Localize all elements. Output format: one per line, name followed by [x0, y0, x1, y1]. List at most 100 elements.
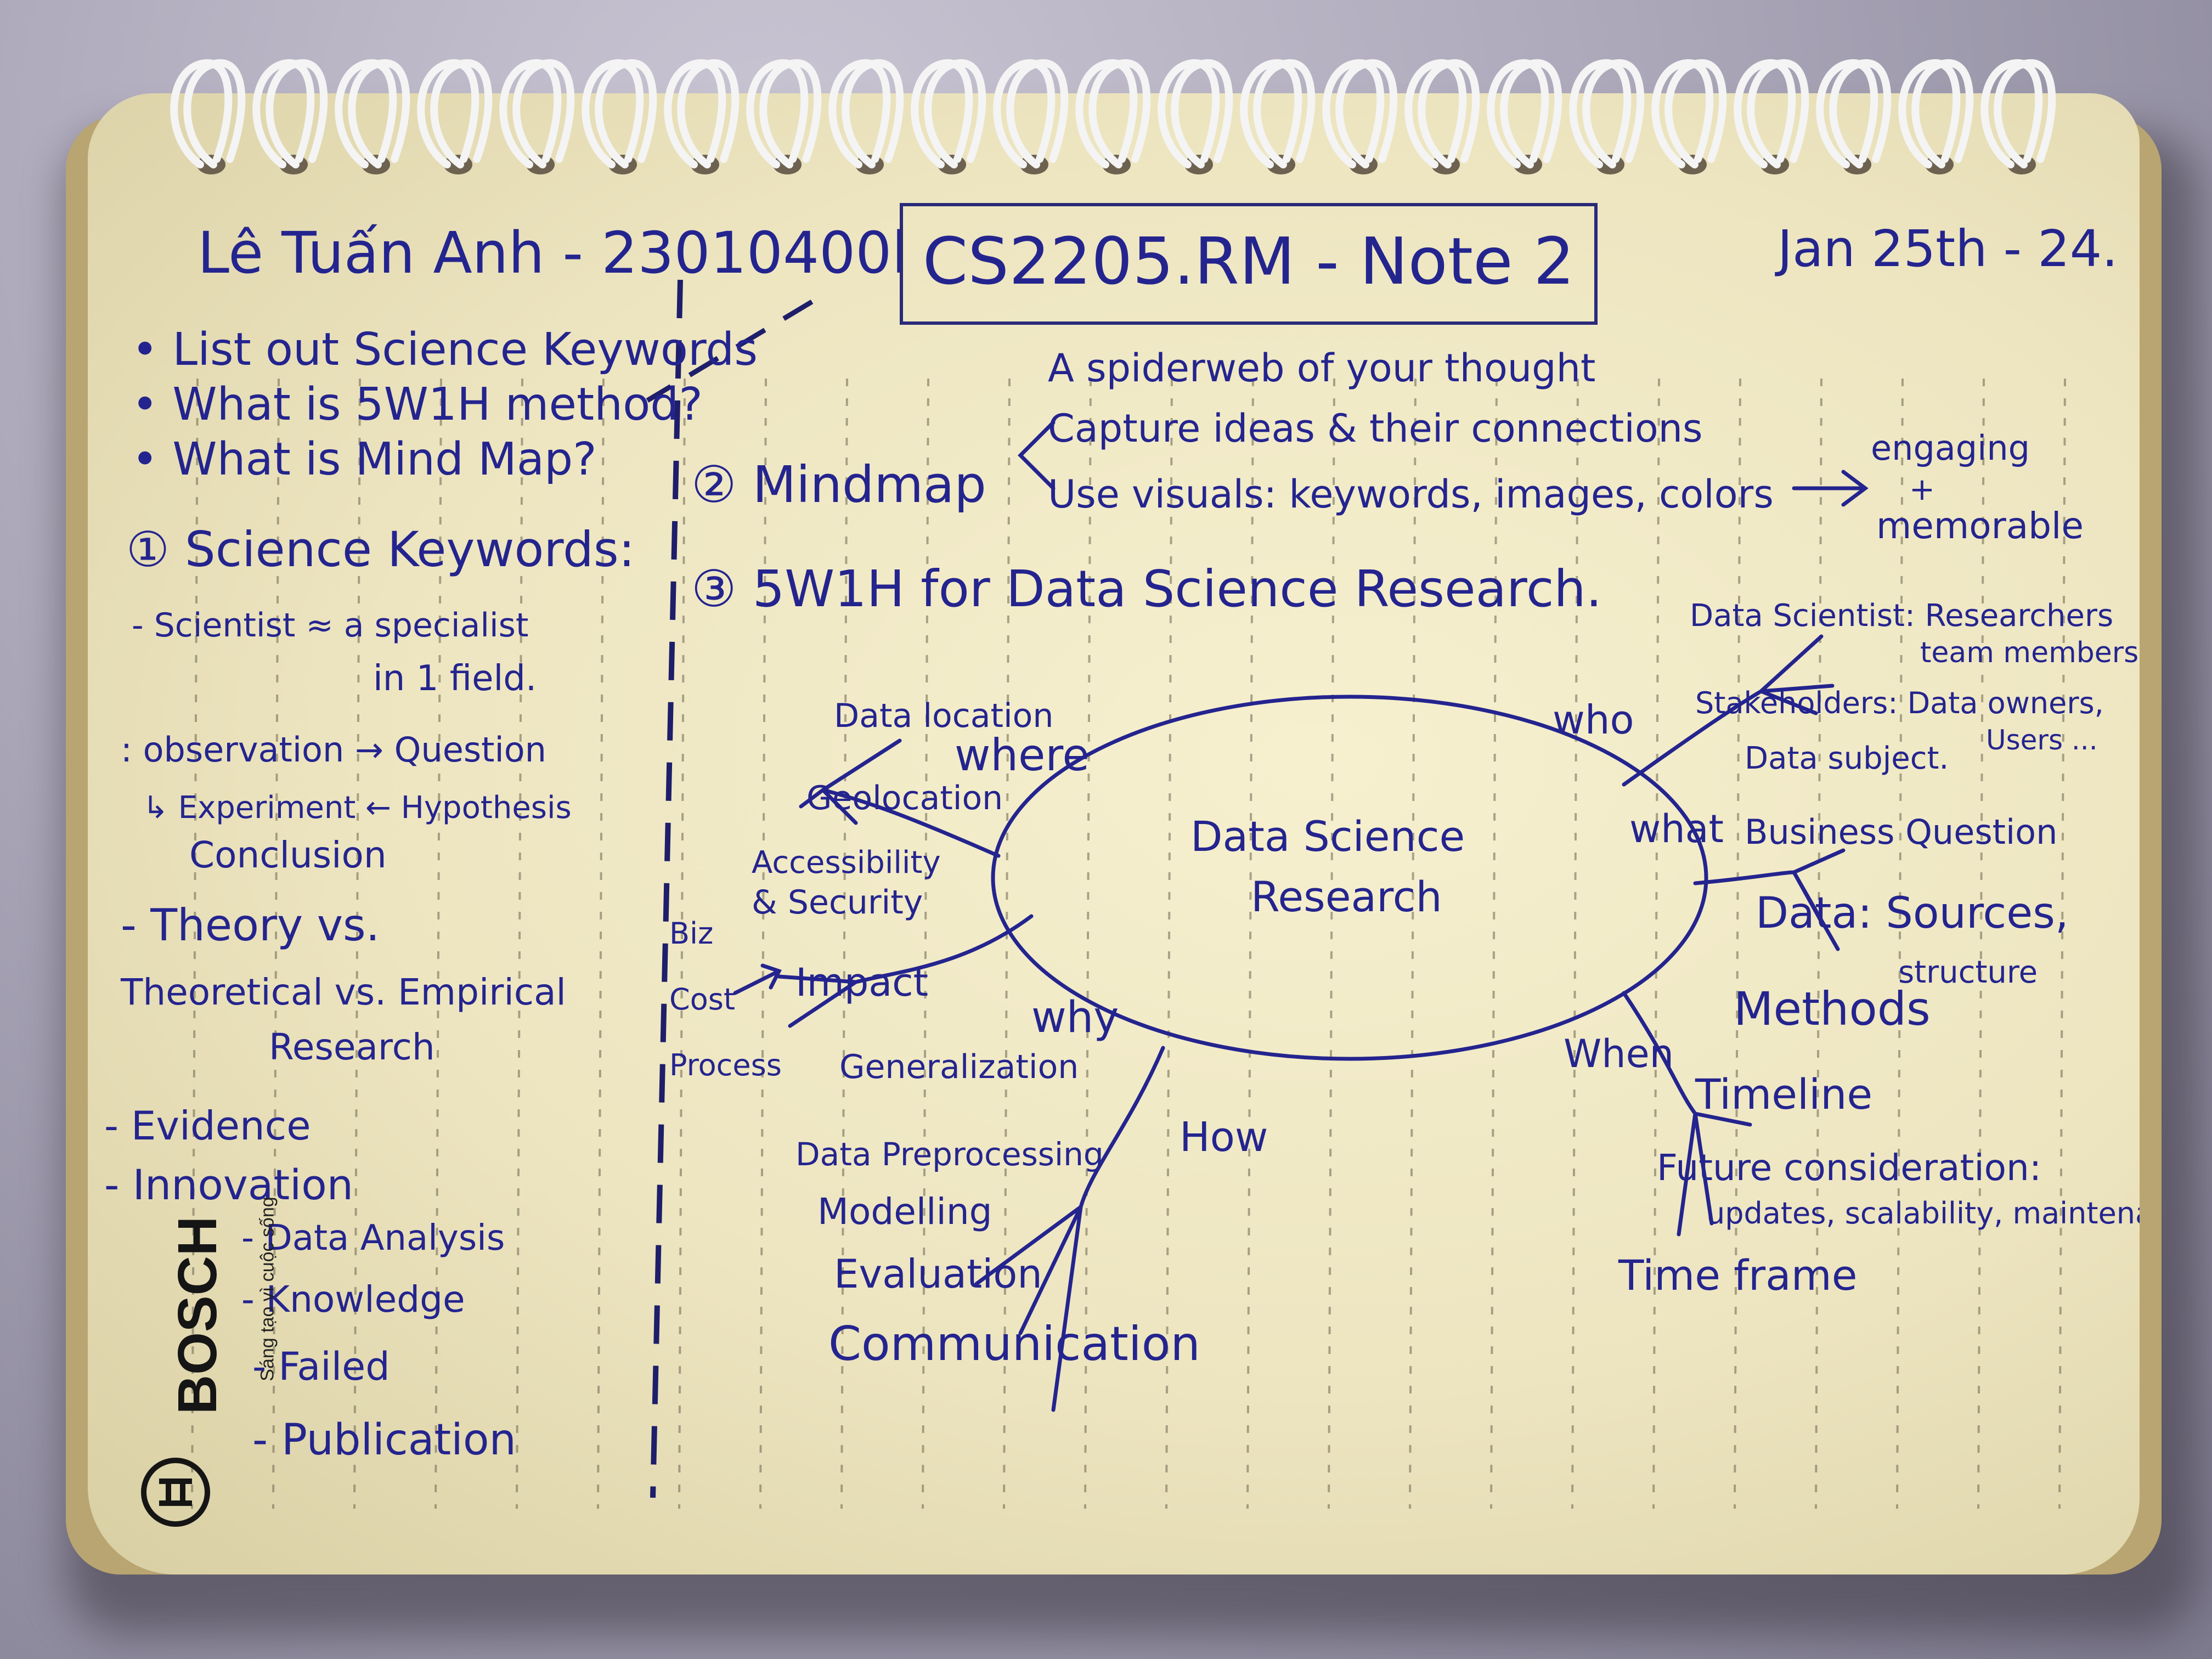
branch-why	[777, 914, 1034, 1028]
bosch-logo-icon	[141, 1458, 210, 1527]
binding-ring	[1500, 59, 1562, 168]
arrow-note: memorable	[1876, 505, 2084, 547]
page-title: CS2205.RM - Note 2	[922, 223, 1575, 299]
fivew-heading: ③ 5W1H for Data Science Research.	[691, 560, 1602, 618]
branch-label-when: When	[1564, 1031, 1674, 1076]
leaf-label: Stakeholders: Data owners,	[1695, 686, 2104, 720]
branch-label-who: who	[1553, 697, 1634, 743]
leaf-label: Data: Sources,	[1756, 889, 2069, 938]
spiral-binding	[170, 59, 2056, 174]
branch-who	[1622, 634, 1835, 787]
leaf-label: Data Scientist: Researchers	[1690, 598, 2114, 634]
leaf-label: Accessibility	[752, 845, 941, 881]
center-node	[991, 695, 1708, 1061]
leaf-label: Timeline	[1695, 1070, 1873, 1119]
mindmap-def-item: A spiderweb of your thought	[1048, 346, 1596, 391]
binding-ring	[1418, 59, 1480, 168]
branch-label-why: why	[1031, 993, 1119, 1042]
keyword-line: - Scientist ≈ a specialist	[132, 606, 529, 645]
leaf-label: Evaluation	[834, 1251, 1042, 1297]
binding-ring	[266, 59, 328, 168]
leaf-label: Methods	[1734, 982, 1931, 1036]
mindmap-heading: ② Mindmap	[691, 455, 986, 514]
binding-ring	[924, 59, 986, 168]
leaf-label: updates, scalability, maintenance	[1706, 1196, 2140, 1231]
keyword-line: - Publication	[252, 1415, 516, 1465]
arrow-biz	[733, 963, 782, 995]
binding-ring	[1747, 59, 1809, 168]
side-note: Process	[669, 1048, 782, 1082]
leaf-label: Generalization	[839, 1048, 1079, 1086]
branch-how	[974, 1046, 1165, 1412]
arrow-visuals	[1792, 470, 1869, 507]
center-node-label: Research	[1251, 872, 1442, 921]
binding-ring	[595, 59, 657, 168]
brand-name: BOSCH	[167, 1216, 229, 1415]
science-keywords-heading: ① Science Keywords:	[126, 521, 635, 578]
binding-ring	[183, 59, 246, 168]
keyword-line: - Innovation	[104, 1160, 353, 1209]
side-note: Biz	[669, 916, 714, 951]
side-note: Cost	[669, 982, 736, 1017]
binding-ring	[1253, 59, 1316, 168]
page-ruling	[191, 279, 2066, 1509]
brand-mark: BOSCH Sáng tạo vì cuộc sống	[121, 1158, 278, 1542]
author-name: Lê Tuấn Anh - 23010400l	[198, 219, 908, 286]
binding-ring	[759, 59, 822, 168]
leaf-label: Modelling	[817, 1190, 992, 1233]
notebook-page: Lê Tuấn Anh - 23010400l CS2205.RM - Note…	[88, 93, 2140, 1575]
page-divider	[650, 279, 683, 1498]
binding-ring	[430, 59, 493, 168]
keyword-line: - Evidence	[104, 1103, 311, 1149]
binding-ring	[677, 59, 740, 168]
leaf-label: team members	[1920, 636, 2139, 669]
arrow-mindmap	[1018, 420, 1056, 490]
keyword-line: - Failed	[252, 1344, 390, 1389]
leaf-label: Communication	[828, 1317, 1200, 1372]
leaf-label: Business Question	[1745, 812, 2058, 852]
keyword-line: Theoretical vs. Empirical	[121, 971, 566, 1013]
title-connector	[646, 300, 814, 403]
binding-ring	[1911, 59, 1974, 168]
branch-what	[1693, 848, 1846, 951]
page-date: Jan 25th - 24.	[1778, 219, 2118, 278]
leaf-label: Future consideration:	[1657, 1147, 2042, 1189]
binding-ring	[1171, 59, 1233, 168]
branch-label-what: what	[1629, 806, 1724, 851]
leaf-label: Time frame	[1618, 1251, 1858, 1300]
mindmap-diagram	[733, 420, 1869, 1412]
leaf-label: Data subject.	[1745, 741, 1949, 776]
binding-ring	[1088, 59, 1151, 168]
mindmap-def-item: Capture ideas & their connections	[1048, 406, 1703, 451]
binding-ring	[1006, 59, 1069, 168]
keyword-line: in 1 field.	[373, 658, 537, 699]
title-box: CS2205.RM - Note 2	[900, 203, 1598, 325]
branch-when	[1622, 991, 1752, 1237]
branch-where	[799, 738, 1001, 858]
mindmap-def-item: Use visuals: keywords, images, colors	[1048, 472, 1774, 517]
binding-ring	[1829, 59, 1892, 168]
leaf-label: Data location	[834, 697, 1054, 735]
keyword-line: - Theory vs.	[121, 900, 380, 951]
branch-label-where: where	[955, 730, 1090, 781]
keyword-line: - Knowledge	[241, 1278, 465, 1321]
brand-tagline: Sáng tạo vì cuộc sống	[257, 1197, 278, 1381]
arrow-note-plus: +	[1909, 472, 1935, 507]
agenda-item: • What is 5W1H method?	[132, 379, 703, 431]
leaf-label: structure	[1898, 955, 2038, 990]
binding-ring	[512, 59, 575, 168]
agenda-item: • List out Science Keywords	[132, 324, 758, 376]
arrow-note: engaging	[1871, 428, 2030, 468]
keyword-line: ↳ Experiment ← Hypothesis	[143, 790, 572, 826]
branch-label-how: How	[1180, 1114, 1268, 1161]
binding-ring	[842, 59, 904, 168]
keyword-line: - Data Analysis	[241, 1218, 505, 1259]
keyword-line: Research	[269, 1026, 435, 1068]
agenda-item: • What is Mind Map?	[132, 433, 597, 486]
binding-ring	[1335, 59, 1398, 168]
leaf-label: & Security	[752, 883, 923, 922]
leaf-label: Impact	[795, 960, 929, 1005]
leaf-label: Geolocation	[806, 779, 1003, 817]
binding-ring	[348, 59, 410, 168]
